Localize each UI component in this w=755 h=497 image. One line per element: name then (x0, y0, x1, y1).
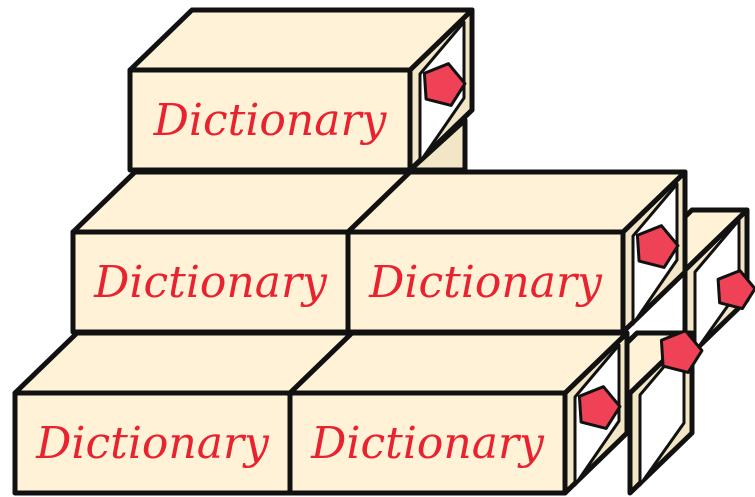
block-label: Dictionary (153, 95, 388, 146)
block-label: Dictionary (310, 418, 545, 469)
dictionary-block-r3-c2: Dictionary (290, 333, 627, 493)
dictionary-block-r1-c1: Dictionary (130, 10, 472, 170)
block-top-face (290, 333, 627, 393)
block-top-face (348, 172, 685, 232)
block-label: Dictionary (93, 257, 328, 308)
block-label: Dictionary (35, 418, 270, 469)
dictionary-block-r2-c2: Dictionary (348, 172, 685, 332)
block-top-face (130, 10, 472, 70)
block-label: Dictionary (368, 257, 603, 308)
